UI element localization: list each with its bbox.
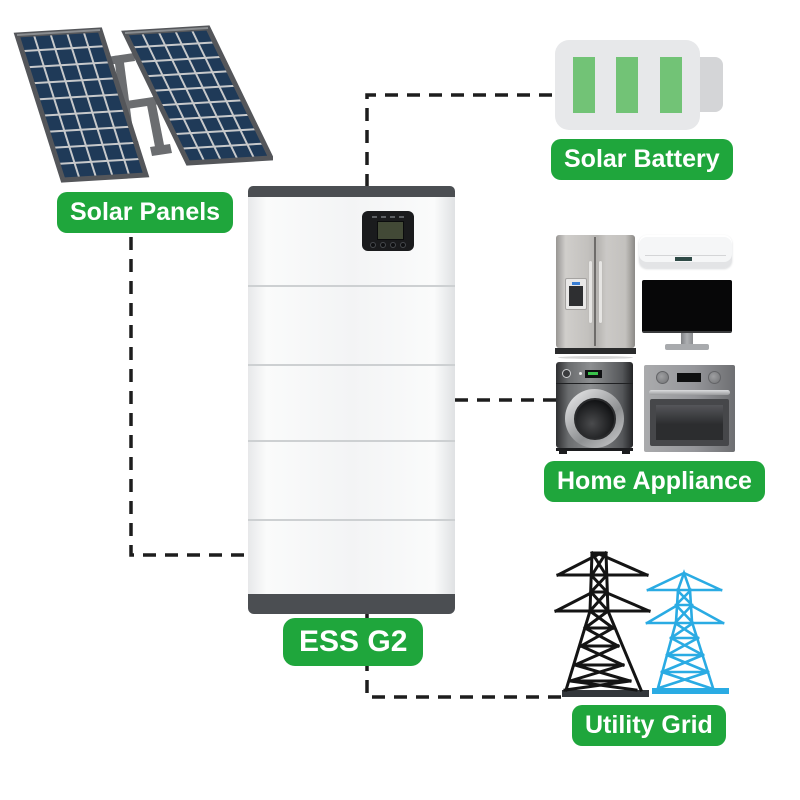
- ess-module: [248, 519, 455, 594]
- ess-indicator-light: [381, 216, 386, 218]
- washer-display: [585, 370, 602, 378]
- oven-knob: [656, 371, 669, 384]
- tower-blue-base: [652, 688, 729, 694]
- washer-panel-line: [556, 383, 633, 384]
- connector-solar-panels-to-ess: [129, 237, 248, 557]
- ess-indicator-light: [399, 216, 404, 218]
- tower-black-base: [562, 690, 649, 697]
- refrigerator-door-gap: [594, 237, 596, 346]
- oven-display: [677, 373, 701, 382]
- ess-module: [248, 364, 455, 440]
- washer-base: [556, 448, 633, 451]
- monitor-stand-neck: [681, 333, 693, 344]
- oven-glass: [656, 405, 723, 440]
- battery-charge-bar: [573, 57, 595, 113]
- oven-icon: [644, 365, 735, 452]
- home-appliance-label: Home Appliance: [544, 461, 765, 502]
- refrigerator-icon: [555, 235, 636, 359]
- connector-ess-to-solar-battery: [365, 93, 552, 186]
- ess-module: [248, 440, 455, 519]
- ess-module: [248, 197, 455, 285]
- battery-terminal: [698, 57, 723, 112]
- washer-knob: [562, 369, 571, 378]
- ess-module: [248, 285, 455, 364]
- air-conditioner-icon: [639, 235, 732, 268]
- monitor-stand-base: [665, 344, 709, 350]
- ess-button: [380, 242, 386, 248]
- solar-panel-left: [17, 30, 146, 180]
- refrigerator-base: [555, 348, 636, 354]
- ess-unit-image: [248, 186, 455, 614]
- ac-vent-line: [645, 255, 726, 256]
- washer-power-light: [579, 372, 582, 375]
- transmission-tower-blue-icon: [645, 569, 725, 690]
- refrigerator-shadow: [558, 356, 633, 359]
- transmission-tower-black-icon: [553, 550, 651, 692]
- oven-knob: [708, 371, 721, 384]
- ess-base: [248, 594, 455, 614]
- washing-machine-icon: [556, 362, 633, 454]
- oven-window: [650, 399, 729, 446]
- ess-button: [370, 242, 376, 248]
- battery-charge-bar: [660, 57, 682, 113]
- washer-drum: [573, 397, 616, 440]
- ac-display: [675, 257, 692, 261]
- solar-panels-icon: [8, 20, 273, 192]
- ess-lcd-screen: [377, 221, 404, 240]
- washer-display-digits: [588, 372, 598, 375]
- solar-panel-right: [125, 28, 271, 163]
- ess-module-stack: [248, 197, 455, 594]
- washer-door: [565, 389, 624, 448]
- refrigerator-water-dispenser: [565, 278, 587, 310]
- oven-handle: [649, 390, 730, 395]
- ess-indicator-light: [372, 216, 377, 218]
- ess-button: [400, 242, 406, 248]
- refrigerator-handle: [599, 261, 602, 323]
- refrigerator-handle: [589, 261, 592, 323]
- utility-grid-label: Utility Grid: [572, 705, 726, 746]
- battery-charge-bar: [616, 57, 638, 113]
- ess-indicator-light: [390, 216, 395, 218]
- ess-display-panel: [362, 211, 414, 251]
- monitor-screen: [642, 280, 732, 333]
- washer-foot: [559, 450, 567, 454]
- dispenser-display: [572, 282, 580, 285]
- utility-grid-icons: [553, 550, 729, 697]
- ess-button: [390, 242, 396, 248]
- dispenser-opening: [569, 286, 583, 306]
- washer-foot: [622, 450, 630, 454]
- solar-panels-label: Solar Panels: [57, 192, 234, 233]
- ess-label: ESS G2: [283, 618, 424, 666]
- ess-top-cap: [248, 186, 455, 197]
- solar-battery-label: Solar Battery: [551, 139, 733, 180]
